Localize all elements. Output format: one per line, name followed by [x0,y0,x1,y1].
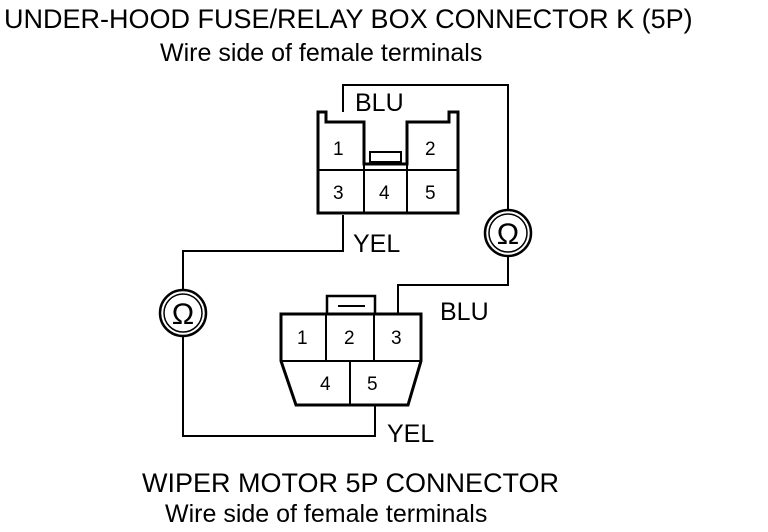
ohmmeter-left-symbol: Ω [172,298,194,331]
yel-wire [182,215,344,290]
top-connector-title: UNDER-HOOD FUSE/RELAY BOX CONNECTOR K (5… [4,4,693,34]
top-pin-2: 2 [425,139,436,160]
top-connector-housing [316,110,460,215]
bottom-pin-1: 1 [297,328,308,349]
top-pin-1: 1 [333,139,344,160]
bottom-connector-subtitle: Wire side of female terminals [165,500,487,528]
top-wire-yel-label: YEL [353,230,400,258]
ohmmeter-icon: Ω [483,208,533,258]
wires [182,84,509,437]
bottom-pin-4: 4 [320,374,331,395]
bottom-wire-yel-label: YEL [387,420,434,448]
yel-wire-lower [182,336,376,437]
top-connector-latch [369,151,402,163]
bottom-pin-2: 2 [344,328,355,349]
bottom-connector [279,294,423,407]
bottom-wire-blu-label: BLU [440,298,489,326]
ohmmeter-right-symbol: Ω [497,218,519,251]
top-pin-4: 4 [379,183,390,204]
top-wire-blu-label: BLU [355,89,404,117]
blu-wire-lower [397,256,509,313]
top-pin-5: 5 [425,183,436,204]
top-connector-subtitle: Wire side of female terminals [160,39,482,67]
bottom-connector-title: WIPER MOTOR 5P CONNECTOR [142,468,559,498]
blu-wire [342,84,509,210]
top-pin-3: 3 [333,183,344,204]
ohmmeter-icon: Ω [158,288,208,338]
bottom-pin-5: 5 [367,374,378,395]
top-connector [316,110,460,215]
bottom-pin-3: 3 [391,328,402,349]
